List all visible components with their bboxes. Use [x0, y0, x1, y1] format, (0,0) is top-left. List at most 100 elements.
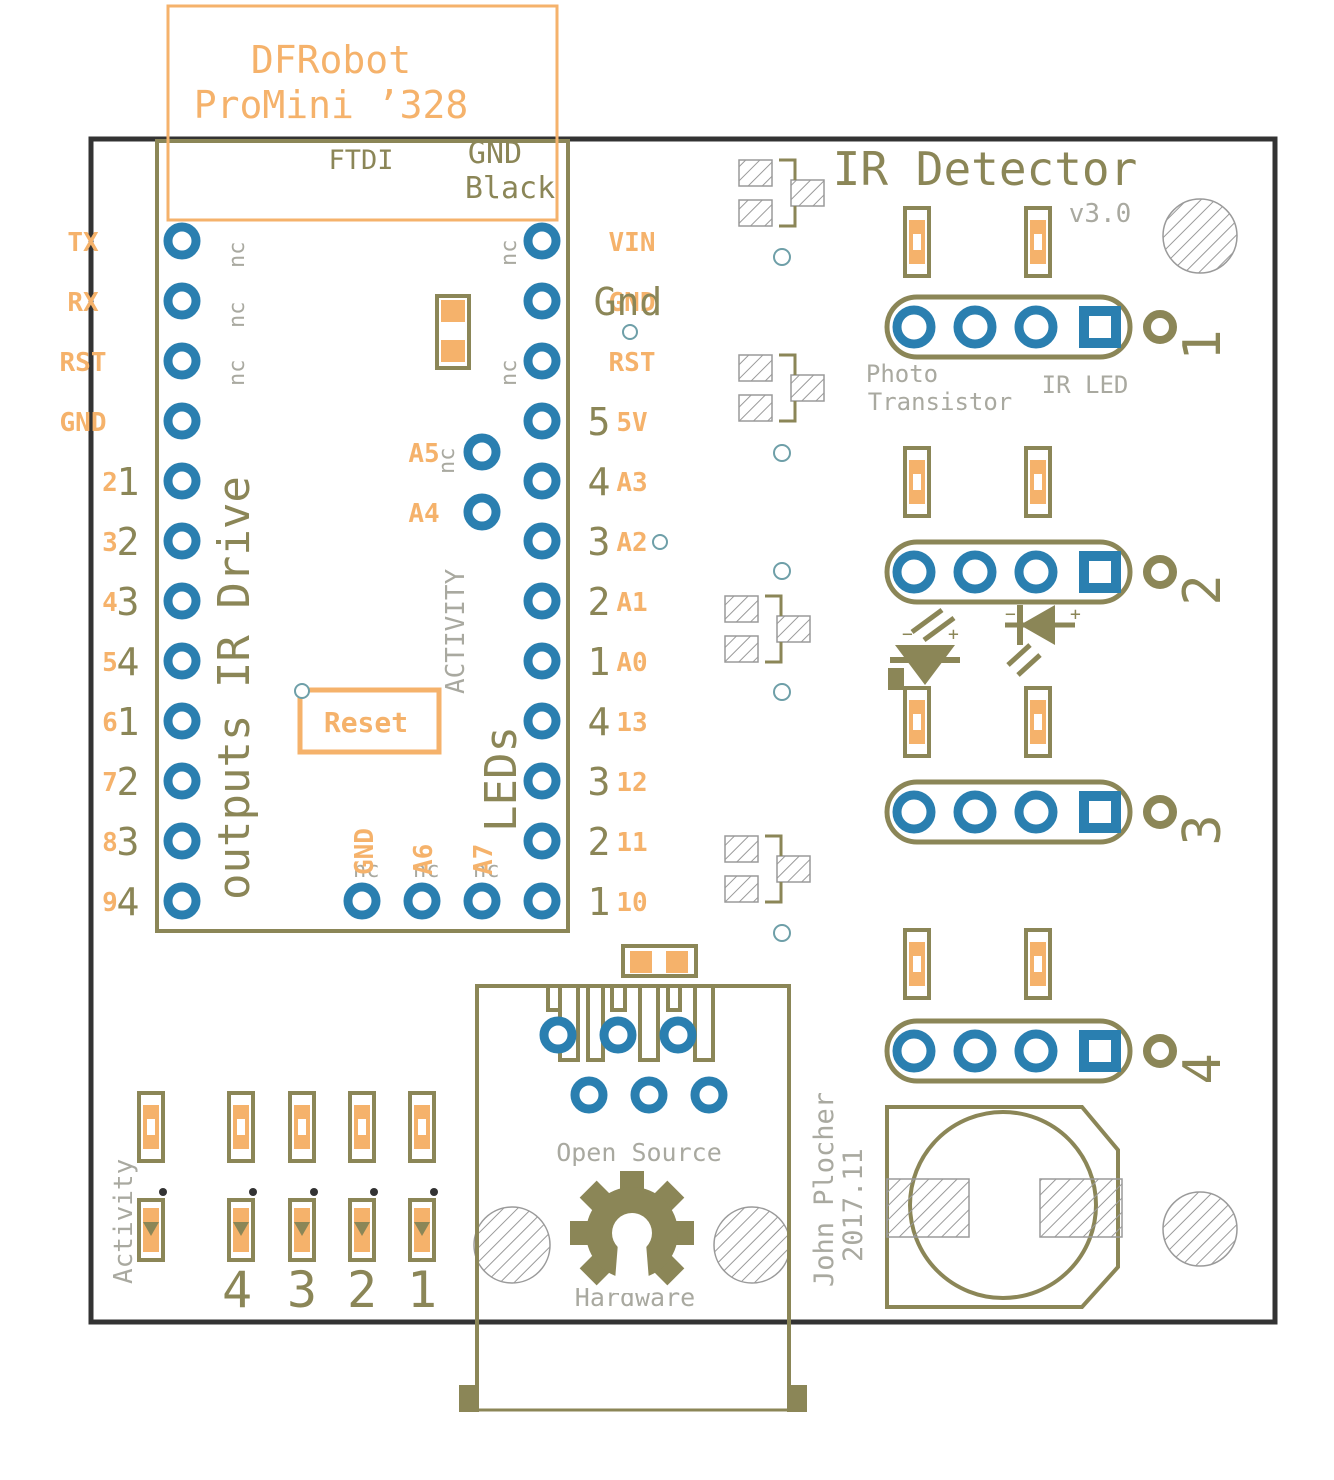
pad-left	[163, 642, 201, 680]
pad-right	[523, 402, 561, 440]
led-number: 4	[222, 1261, 252, 1319]
open-source-label: Open Source	[556, 1138, 722, 1167]
svg-text:−: −	[902, 624, 913, 645]
connector-number: 3	[1173, 814, 1233, 845]
right-pin-label: A2	[616, 528, 647, 558]
right-pin-label: 13	[616, 708, 647, 738]
left-channel-number: 3	[117, 820, 140, 864]
bottom-a7-label: A7	[469, 844, 499, 875]
module-activity-label: ACTIVITY	[441, 568, 471, 694]
bottom-a6-label: A6	[409, 844, 439, 875]
connector-number: 2	[1173, 574, 1233, 605]
module-name-line2: ProMini ’328	[194, 83, 469, 127]
resistor-footprints	[903, 206, 1052, 1000]
author-label: John Plocher	[809, 1092, 840, 1287]
irled-label: IR LED	[1042, 371, 1129, 399]
pad-right	[523, 822, 561, 860]
right-pin-label: A0	[616, 648, 647, 678]
pad-bottom	[403, 882, 441, 920]
ftdi-label: FTDI	[328, 145, 393, 176]
pad-left	[163, 462, 201, 500]
via	[652, 534, 668, 550]
led-number: 1	[407, 1261, 437, 1319]
coin-cell-holder	[885, 1105, 1123, 1309]
left-pin-label: 9	[102, 888, 118, 918]
led-number: 3	[287, 1261, 317, 1319]
pad-right	[523, 462, 561, 500]
via	[622, 324, 638, 340]
left-channel-number: 2	[117, 760, 140, 804]
phototransistor-footprints	[724, 158, 825, 942]
pad-left	[163, 342, 201, 380]
mount-hole-tr	[1162, 198, 1238, 274]
left-channel-number: 3	[117, 580, 140, 624]
usb-connector	[459, 944, 807, 1412]
right-pin-label: 5V	[616, 408, 647, 438]
right-pin-label: GND	[609, 288, 656, 318]
left-pin-label: GND	[60, 408, 107, 438]
reset-label: Reset	[324, 706, 408, 739]
ir-led-symbol: − +	[1005, 604, 1081, 677]
module-smd-pad-top	[441, 300, 465, 322]
connector-number: 4	[1173, 1053, 1233, 1084]
left-channel-number: 4	[117, 880, 140, 924]
pad-left	[163, 222, 201, 260]
left-channel-number: 2	[117, 520, 140, 564]
right-pin-label: 12	[616, 768, 647, 798]
board-version: v3.0	[1069, 199, 1132, 229]
photo-label: Photo	[866, 360, 938, 388]
nc-label: nc	[353, 858, 380, 883]
right-silk-label: 1	[588, 880, 611, 924]
right-silk-label: Gnd	[594, 280, 663, 324]
pad-right	[523, 582, 561, 620]
left-pin-label: 2	[102, 468, 118, 498]
svg-text:+: +	[1070, 604, 1081, 625]
pad-left	[163, 582, 201, 620]
pad-bottom	[463, 882, 501, 920]
pad-left	[163, 282, 201, 320]
left-pin-label: RX	[67, 288, 99, 318]
left-pin-label: 4	[102, 588, 118, 618]
nc-label: nc	[413, 858, 440, 883]
leds-label: LEDs	[476, 726, 527, 832]
pad-a5	[463, 433, 501, 471]
right-pin-label: A1	[616, 588, 647, 618]
nc-label: nc	[225, 302, 250, 329]
left-pin-label: 6	[102, 708, 118, 738]
pad-bottom	[343, 882, 381, 920]
pad-left	[163, 762, 201, 800]
board-title: IR Detector	[833, 142, 1138, 196]
right-silk-label: 3	[588, 520, 611, 564]
pad-left	[163, 402, 201, 440]
svg-text:+: +	[948, 624, 959, 645]
via-reset	[294, 683, 310, 699]
right-silk-label: 5	[588, 400, 611, 444]
oshw-logo	[570, 1171, 694, 1293]
left-pin-label: 5	[102, 648, 118, 678]
right-pin-label: 11	[616, 828, 647, 858]
pad-right	[523, 222, 561, 260]
right-silk-label: 2	[588, 820, 611, 864]
nc-label: nc	[225, 242, 250, 269]
nc-label: nc	[497, 240, 522, 267]
phototransistor-symbol: − +	[888, 607, 960, 690]
a5-label: A5	[408, 439, 439, 469]
module-smd-pad-bot	[441, 340, 465, 362]
date-label: 2017.11	[838, 1148, 869, 1262]
pad-left	[163, 522, 201, 560]
pad-left	[163, 822, 201, 860]
pad-a4	[463, 493, 501, 531]
left-pin-label: 7	[102, 768, 118, 798]
left-channel-number: 4	[117, 640, 140, 684]
a4-label: A4	[408, 499, 439, 529]
module-name-line1: DFRobot	[251, 38, 411, 82]
right-silk-label: 2	[588, 580, 611, 624]
mount-hole-usb-left	[473, 1206, 551, 1284]
right-pin-label: 10	[616, 888, 647, 918]
nc-label: nc	[497, 360, 522, 387]
mount-hole-br	[1162, 1191, 1238, 1267]
